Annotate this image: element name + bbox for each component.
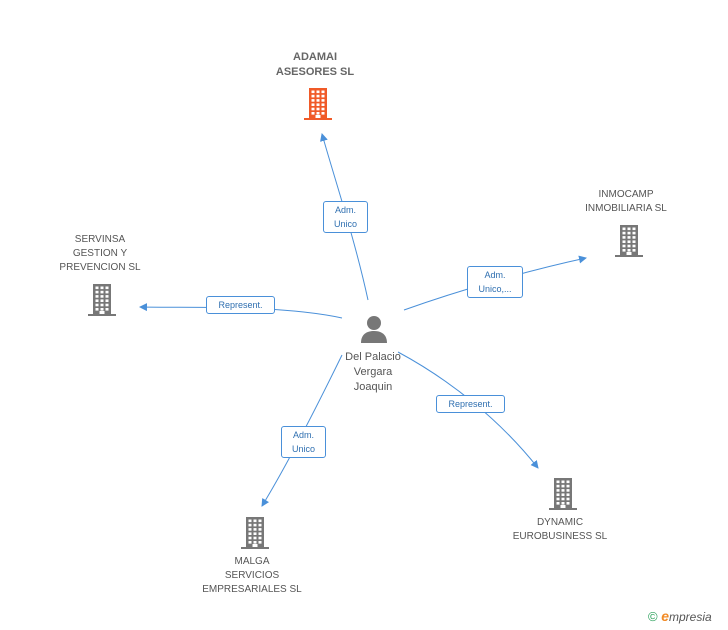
- company-label-inmocamp[interactable]: INMOCAMP INMOBILIARIA SL: [566, 188, 686, 216]
- company-label-adamai[interactable]: ADAMAI ASESORES SL: [255, 50, 375, 80]
- edge-label-line: Unico,...: [478, 284, 512, 294]
- edge-label-line: Adm.: [292, 430, 314, 440]
- edge-label-line: Unico: [333, 219, 357, 229]
- edge-label-servinsa[interactable]: Represent.: [206, 296, 275, 314]
- edge-label-malga[interactable]: Adm. Unico: [281, 426, 326, 458]
- center-person-label[interactable]: Del Palacio Vergara Joaquin: [323, 350, 423, 395]
- center-label-line: Del Palacio: [345, 351, 401, 363]
- center-label-line: Vergara: [353, 366, 393, 378]
- edge-label-dynamic[interactable]: Represent.: [436, 395, 505, 413]
- brand-logo: empresia: [661, 608, 712, 624]
- company-label-servinsa[interactable]: SERVINSA GESTION Y PREVENCION SL: [40, 233, 160, 275]
- inmocamp-label-line: INMOCAMP: [598, 189, 654, 200]
- servinsa-label-line: GESTION Y: [72, 248, 128, 259]
- building-icon[interactable]: [240, 516, 270, 550]
- building-icon[interactable]: [614, 224, 644, 258]
- dynamic-label-line: DYNAMIC: [536, 517, 584, 528]
- edge-label-line: Adm.: [484, 270, 506, 280]
- edge-label-adamai[interactable]: Adm. Unico: [323, 201, 368, 233]
- company-label-malga[interactable]: MALGA SERVICIOS EMPRESARIALES SL: [192, 555, 312, 597]
- adamai-label-line: ADAMAI: [293, 51, 337, 63]
- malga-label-line: MALGA: [234, 556, 270, 567]
- servinsa-label-line: PREVENCION SL: [59, 262, 141, 273]
- edge-label-line: Represent.: [448, 399, 493, 409]
- adamai-label-line: ASESORES SL: [275, 66, 355, 78]
- malga-label-line: EMPRESARIALES SL: [202, 584, 302, 595]
- center-label-line: Joaquin: [353, 381, 393, 393]
- copyright-symbol: ©: [648, 609, 658, 624]
- edge-label-line: Unico: [291, 444, 315, 454]
- building-icon[interactable]: [87, 283, 117, 317]
- edge-label-line: Adm.: [334, 205, 356, 215]
- brand-rest: mpresia: [669, 610, 712, 624]
- inmocamp-label-line: INMOBILIARIA SL: [585, 203, 667, 214]
- company-label-dynamic[interactable]: DYNAMIC EUROBUSINESS SL: [500, 516, 620, 544]
- dynamic-label-line: EUROBUSINESS SL: [512, 531, 608, 542]
- edge-label-inmocamp[interactable]: Adm. Unico,...: [467, 266, 523, 298]
- servinsa-label-line: SERVINSA: [74, 234, 126, 245]
- footer-brand: © empresia: [648, 608, 712, 624]
- building-icon[interactable]: [303, 87, 333, 121]
- malga-label-line: SERVICIOS: [224, 570, 280, 581]
- building-icon[interactable]: [548, 477, 578, 511]
- edge-label-line: Represent.: [218, 300, 263, 310]
- brand-initial: e: [661, 608, 670, 624]
- person-icon[interactable]: [360, 314, 388, 344]
